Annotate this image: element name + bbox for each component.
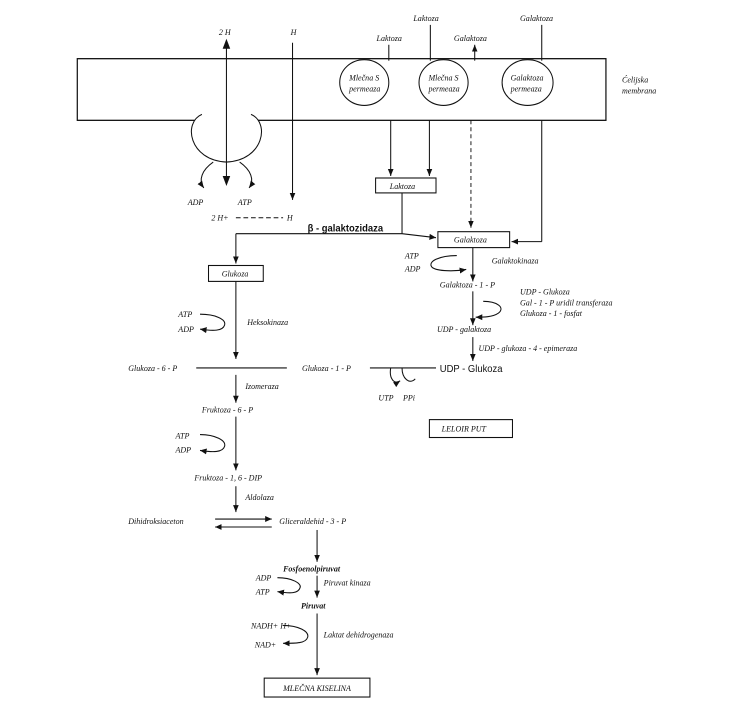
permease-3-line2: permeaza: [510, 84, 542, 93]
permease-2-line1: Mlečna S: [427, 73, 458, 82]
label-galaktoza-right: Galaktoza: [520, 14, 553, 23]
permease-1-line2: permeaza: [348, 84, 380, 93]
leloir-utp: UTP: [378, 394, 393, 403]
permease-3: [501, 59, 554, 106]
box-laktoza: [375, 177, 437, 194]
leloir-adp: ADP: [404, 264, 421, 273]
enzyme-izomeraza: Izomeraza: [244, 382, 278, 391]
glycolysis-adp1: ADP: [177, 325, 194, 334]
leloir-ppi: PPi: [402, 394, 416, 403]
enzyme-piruvat-kinaza: Piruvat kinaza: [323, 578, 371, 587]
enzyme-gal1p-transferaza: Gal - 1 - P uridil transferaza: [520, 298, 613, 307]
enzyme-laktat-dh: Laktat dehidrogenaza: [323, 630, 394, 639]
atpase-h: H: [286, 214, 294, 223]
permease-2: [418, 59, 469, 106]
label-galaktoza-out: Galaktoza: [454, 34, 487, 43]
glycolysis-nadh: NADH+ H+: [250, 621, 291, 630]
leloir-gal1p: Galaktoza - 1 - P: [440, 280, 495, 289]
leloir-udp-glukoza-in: UDP - Glukoza: [520, 287, 570, 296]
box-mlecna-kiselina: [263, 677, 371, 698]
permease-2-line2: permeaza: [427, 84, 459, 93]
leloir-udp-glukoza-out: UDP - Glukoza: [440, 364, 503, 375]
glycolysis-f16dip: Fruktoza - 1, 6 - DIP: [193, 473, 262, 482]
permease-3-line1: Galaktoza: [511, 73, 544, 82]
box-mlecna-label: MLEČNA KISELINA: [282, 683, 352, 693]
box-leloir-label: LELOIR PUT: [441, 424, 488, 433]
permease-1: [339, 59, 390, 106]
enzyme-udp-epimeraza: UDP - glukoza - 4 - epimeraza: [478, 344, 577, 353]
glycolysis-atp1: ATP: [177, 310, 192, 319]
box-laktoza-label: Laktoza: [389, 182, 415, 191]
membrane-label-1: Ćelijska: [622, 74, 648, 84]
label-laktoza-top: Laktoza: [412, 14, 438, 23]
label-2h: 2 H: [219, 28, 232, 37]
glycolysis-adp3: ADP: [255, 574, 272, 583]
atpase-adp: ADP: [187, 198, 204, 207]
permease-1-line1: Mlečna S: [348, 73, 379, 82]
glycolysis-g1p: Glukoza - 1 - P: [302, 364, 351, 373]
label-h: H: [290, 28, 298, 37]
glycolysis-atp3: ATP: [255, 587, 270, 596]
glycolysis-f6p: Fruktoza - 6 - P: [201, 405, 253, 414]
leloir-udp-galaktoza: UDP - galaktoza: [437, 325, 491, 334]
glycolysis-pep: Fosfoenolpiruvat: [282, 565, 341, 574]
glycolysis-nad: NAD+: [254, 640, 276, 649]
glycolysis-g3p: Gliceraldehid - 3 - P: [279, 517, 346, 526]
box-galaktoza-label: Galaktoza: [454, 235, 487, 244]
leloir-glukoza1-fosfat: Glukoza - 1 - fosfat: [520, 309, 583, 318]
enzyme-beta-gal: β - galaktozidaza: [308, 223, 384, 234]
leloir-atp: ATP: [404, 251, 419, 260]
glycolysis-g6p: Glukoza - 6 - P: [128, 364, 177, 373]
atpase-atp: ATP: [237, 198, 252, 207]
enzyme-galaktokinaza: Galaktokinaza: [492, 256, 539, 265]
enzyme-heksokinaza: Heksokinaza: [246, 318, 288, 327]
membrane-label-2: membrana: [622, 86, 656, 95]
glycolysis-adp2: ADP: [174, 445, 191, 454]
enzyme-aldolaza: Aldolaza: [244, 493, 273, 502]
glycolysis-dhac: Dihidroksiaceton: [127, 517, 183, 526]
box-glukoza-label: Glukoza: [222, 269, 249, 278]
glycolysis-piruvat: Piruvat: [301, 601, 326, 610]
box-leloir-put: [428, 419, 513, 439]
glycolysis-atp2: ATP: [174, 431, 189, 440]
box-galaktoza: [437, 231, 511, 249]
atpase-2h-plus: 2 H+: [211, 214, 228, 223]
label-laktoza-left: Laktoza: [376, 34, 402, 43]
